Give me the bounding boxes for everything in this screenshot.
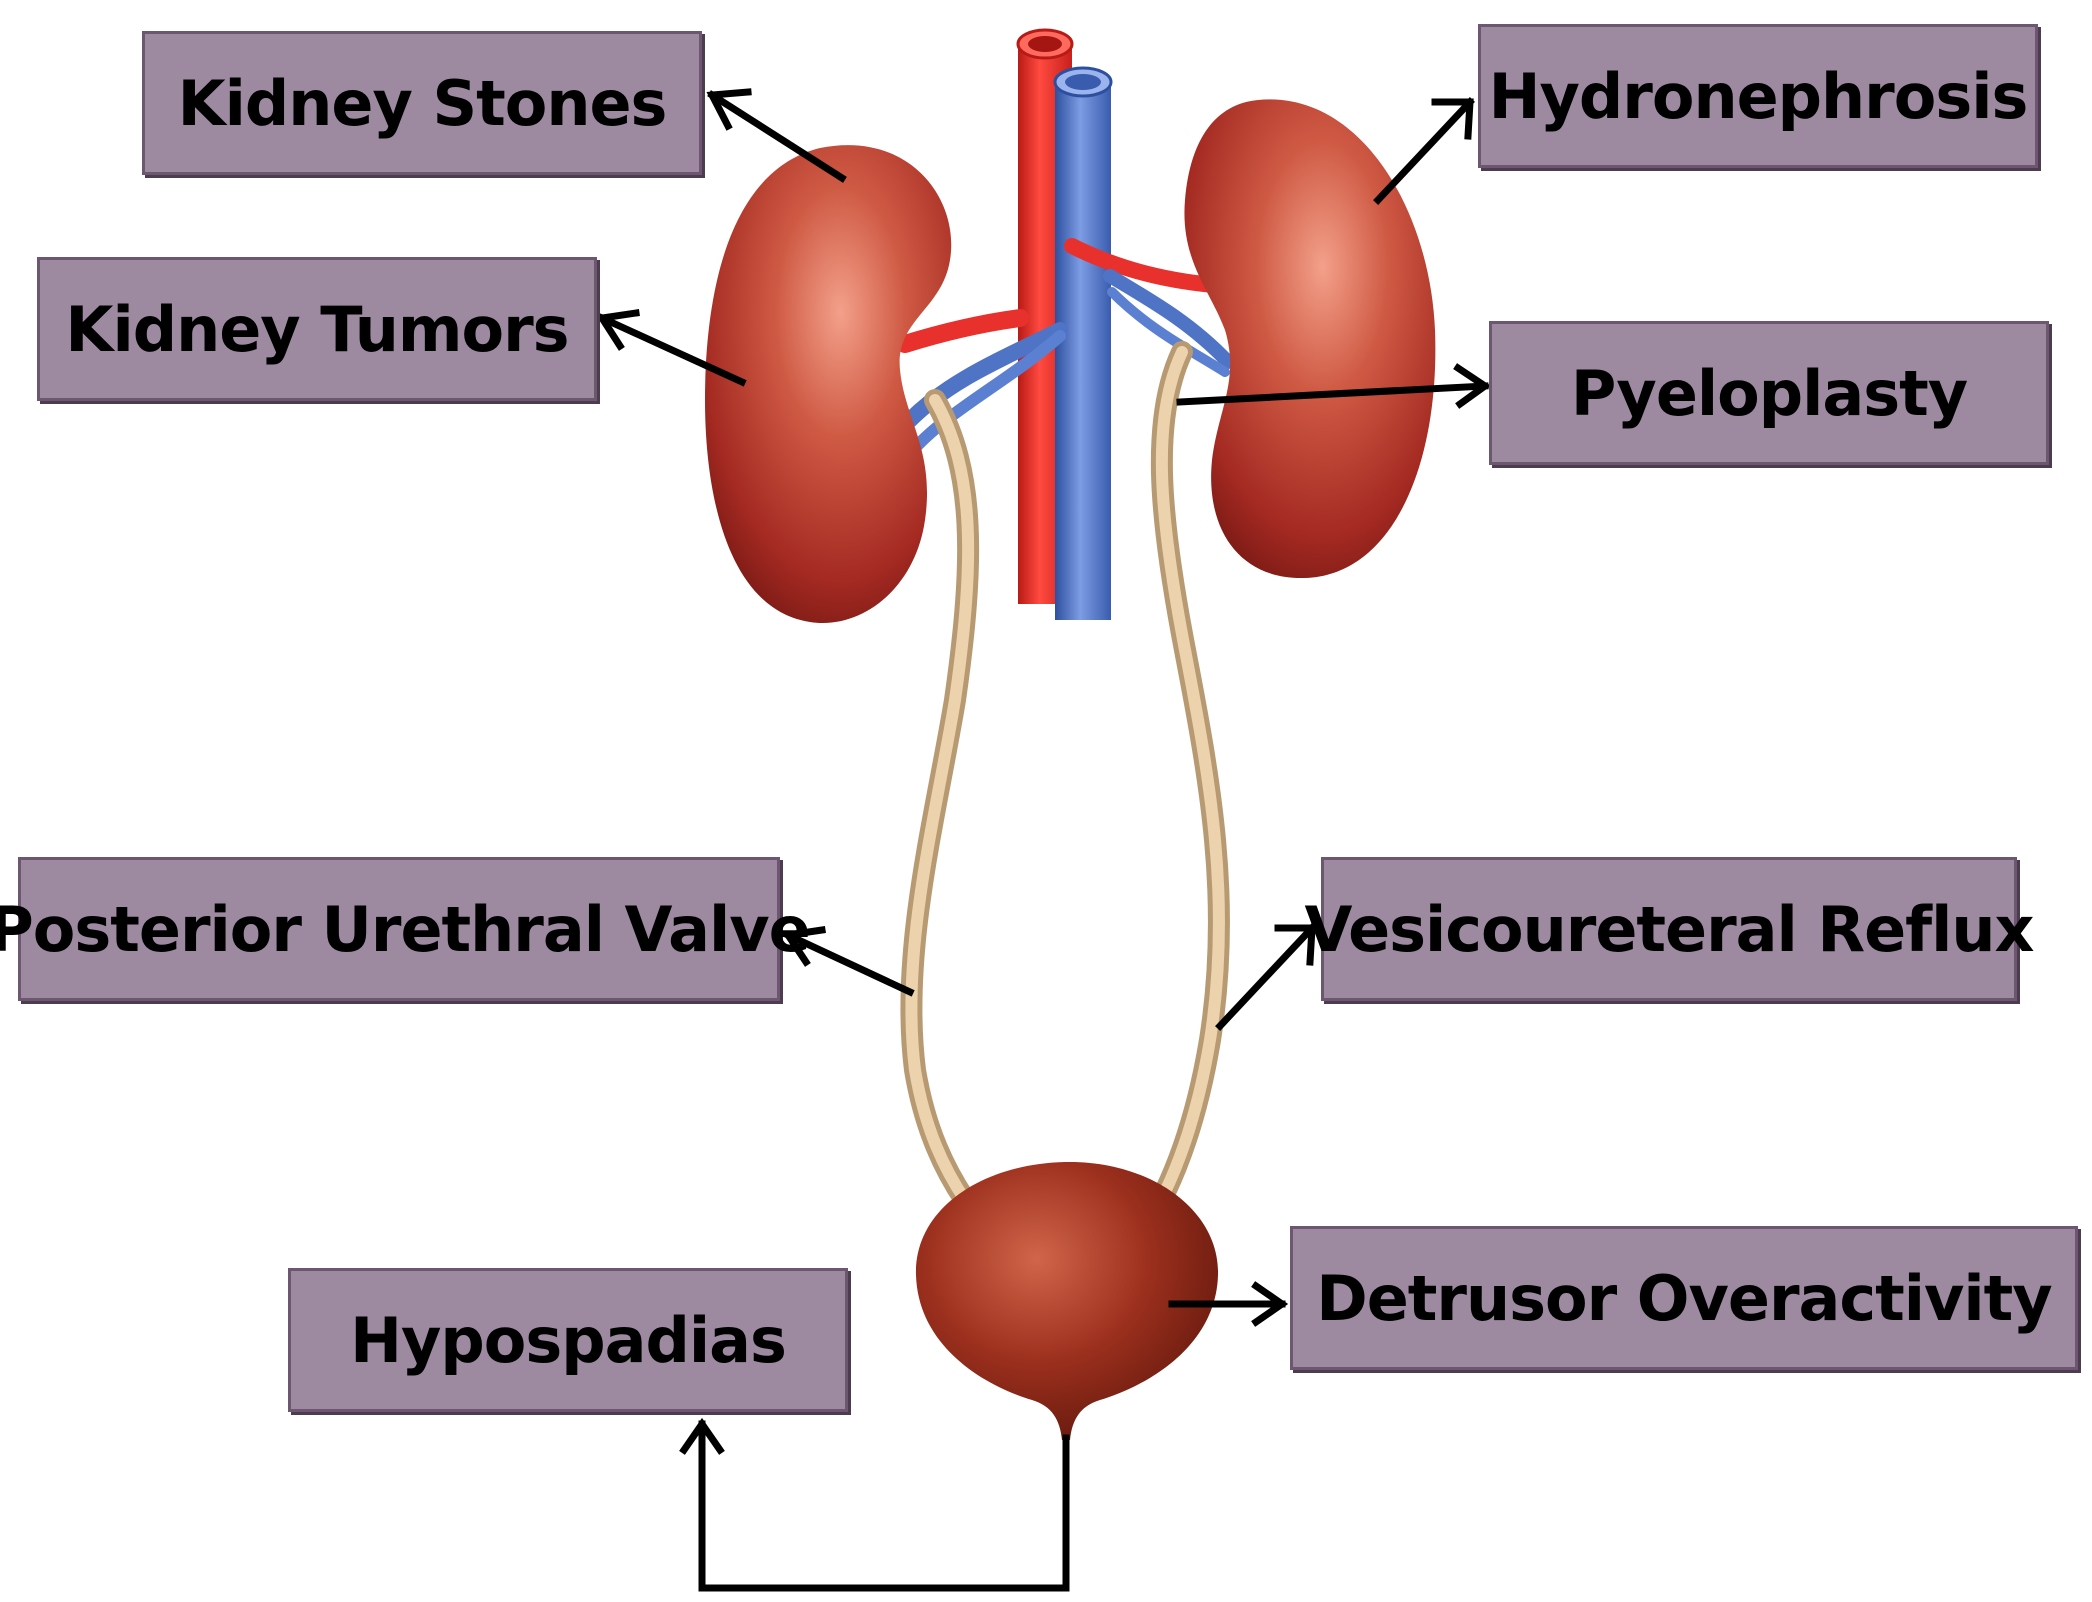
ureters <box>900 341 1231 1211</box>
label-pyeloplasty: Pyeloplasty <box>1489 321 2049 465</box>
label-posterior-urethral-valve: Posterior Urethral Valve <box>0 857 811 1001</box>
label-pyeloplasty-text: Pyeloplasty <box>1570 356 1968 430</box>
left-renal-vessels <box>896 309 1068 454</box>
label-hydronephrosis-text: Hydronephrosis <box>1488 59 2029 133</box>
arrow-hypospadias <box>698 1420 1070 1592</box>
label-kidney-stones: Kidney Stones <box>142 31 702 175</box>
label-posterior-urethral-valve-text: Posterior Urethral Valve <box>0 892 811 966</box>
arrow-pyeloplasty <box>1176 382 1489 406</box>
label-kidney-tumors-text: Kidney Tumors <box>65 292 569 366</box>
vena-cava <box>1053 66 1113 620</box>
label-vesicoureteral-reflux-text: Vesicoureteral Reflux <box>1304 892 2035 966</box>
arrow-puv <box>783 930 915 997</box>
label-detrusor-overactivity: Detrusor Overactivity <box>1290 1226 2078 1370</box>
connector-arrows <box>596 88 1492 1592</box>
arrow-kidney-tumors <box>597 313 747 387</box>
label-detrusor-overactivity-text: Detrusor Overactivity <box>1316 1261 2052 1335</box>
label-kidney-stones-text: Kidney Stones <box>177 66 668 140</box>
arrow-kidney-stones <box>707 90 847 183</box>
arrow-vur <box>1215 923 1317 1031</box>
bladder <box>915 1161 1219 1440</box>
label-hypospadias: Hypospadias <box>288 1268 848 1412</box>
label-kidney-tumors: Kidney Tumors <box>37 257 597 401</box>
label-vesicoureteral-reflux: Vesicoureteral Reflux <box>1305 857 2035 1001</box>
label-hypospadias-text: Hypospadias <box>350 1303 787 1377</box>
arrow-hydronephrosis <box>1373 97 1475 205</box>
left-kidney <box>705 145 952 624</box>
label-hydronephrosis: Hydronephrosis <box>1478 24 2038 168</box>
right-kidney <box>1184 99 1436 579</box>
